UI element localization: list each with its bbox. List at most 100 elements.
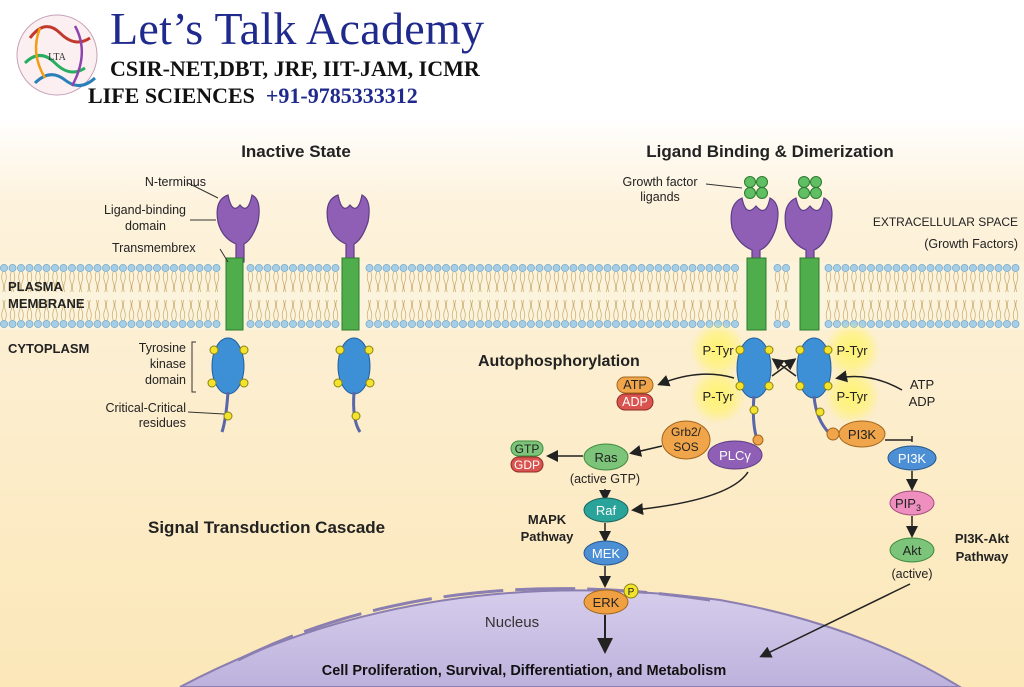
lipid-head (161, 264, 170, 272)
lipid-tail (919, 299, 925, 321)
lipid-tail (647, 271, 653, 293)
lipid-head (68, 264, 76, 272)
lipid-head (688, 320, 697, 328)
lipid-head (323, 264, 331, 272)
kinase-domain-2 (337, 337, 371, 395)
lipid-bilayer (0, 264, 1020, 328)
lipid-tail (970, 271, 976, 293)
lipid-head (867, 264, 875, 272)
lipid-tail (936, 271, 942, 293)
lipid-head (280, 320, 289, 328)
lipid-head (331, 320, 340, 328)
lipid-head (612, 264, 620, 272)
lipid-head (263, 264, 272, 272)
lipid-head (782, 320, 790, 328)
lipid-head (42, 264, 51, 272)
lipid-head (255, 320, 263, 328)
cytoplasm-label: CYTOPLASM (8, 341, 89, 356)
tyr-residue (364, 345, 374, 355)
lipid-head (867, 320, 875, 328)
ptyr-label: P-Tyr (836, 389, 868, 404)
lipid-tail (655, 271, 662, 293)
sh2-binding (752, 434, 764, 446)
lipid-head (391, 320, 399, 328)
lipid-tail (366, 271, 373, 293)
lipid-tail (26, 271, 33, 293)
tyr-residue (209, 345, 219, 355)
leader-line (187, 182, 219, 199)
lipid-tail (502, 271, 509, 293)
lipid-head (824, 320, 833, 328)
lipid-head (875, 264, 884, 272)
transmembrane-2 (341, 257, 360, 331)
lipid-head (467, 320, 476, 328)
lipid-head (663, 264, 671, 272)
lipid-tail (1, 299, 7, 321)
lipid-head (722, 264, 731, 272)
lipid-tail (715, 299, 721, 321)
lipid-tail (69, 299, 75, 321)
lipid-tail (247, 271, 254, 293)
lipid-head (442, 264, 450, 272)
lipid-head (884, 320, 892, 328)
lipid-tail (35, 299, 41, 321)
lipid-tail (154, 299, 160, 321)
lipid-tail (732, 271, 738, 293)
lipid-head (484, 264, 493, 272)
lipid-head (408, 320, 416, 328)
plasma-label: PLASMA (8, 279, 64, 294)
lipid-head (212, 320, 221, 328)
lipid-tail (426, 271, 432, 293)
lipid-tail (128, 299, 135, 321)
erk-node (583, 589, 629, 615)
ligand-binding-domain-2 (326, 194, 370, 263)
lipid-tail (698, 299, 704, 321)
lipid-head (280, 264, 289, 272)
lipid-tail (723, 271, 730, 293)
heading-cascade: Signal Transduction Cascade (148, 518, 385, 537)
active-transmembrane-right (799, 257, 820, 331)
atp-arrow-right (835, 370, 903, 391)
lipid-tail (26, 299, 33, 321)
lipid-head (272, 320, 280, 328)
lipid-tail (553, 271, 560, 293)
lipid-head (646, 264, 654, 272)
lipid-tail (290, 299, 296, 321)
lipid-head (731, 320, 739, 328)
lipid-head (833, 264, 841, 272)
pip3-label: PIP3 (895, 496, 921, 513)
lipid-tail (145, 271, 152, 293)
lipid-tail (834, 299, 840, 321)
lipid-head (476, 264, 484, 272)
ras-node (583, 443, 629, 471)
lipid-tail (485, 299, 492, 321)
tyr-residue (223, 411, 233, 421)
lipid-head (459, 320, 467, 328)
lipid-tail (324, 299, 330, 321)
lipid-head (204, 264, 212, 272)
pi3k-bound-label: PI3K (848, 427, 877, 442)
lipid-head (688, 264, 697, 272)
lipid-tail (995, 299, 1002, 321)
lipid-tail (842, 271, 849, 293)
lipid-tail (562, 299, 568, 321)
lipid-tail (672, 271, 679, 293)
active-tail-left (751, 395, 758, 437)
lipid-head (697, 320, 705, 328)
lipid-tail (205, 299, 211, 321)
lipid-tail (392, 271, 398, 293)
lipid-head (535, 320, 544, 328)
heading-autophos: Autophosphorylation (478, 353, 640, 370)
lipid-head (544, 320, 552, 328)
glow (824, 322, 880, 378)
cross-phosphorylation-arrow (771, 358, 797, 377)
lipid-head (331, 264, 340, 272)
lipid-head (875, 320, 884, 328)
lipid-head (246, 320, 255, 328)
plc-to-raf-arrow (631, 471, 749, 516)
lipid-head (195, 320, 204, 328)
active-ligand-binding-domain-right (784, 197, 833, 263)
lipid-tail (451, 299, 458, 321)
lipid-head (433, 320, 442, 328)
lipid-head (399, 320, 408, 328)
